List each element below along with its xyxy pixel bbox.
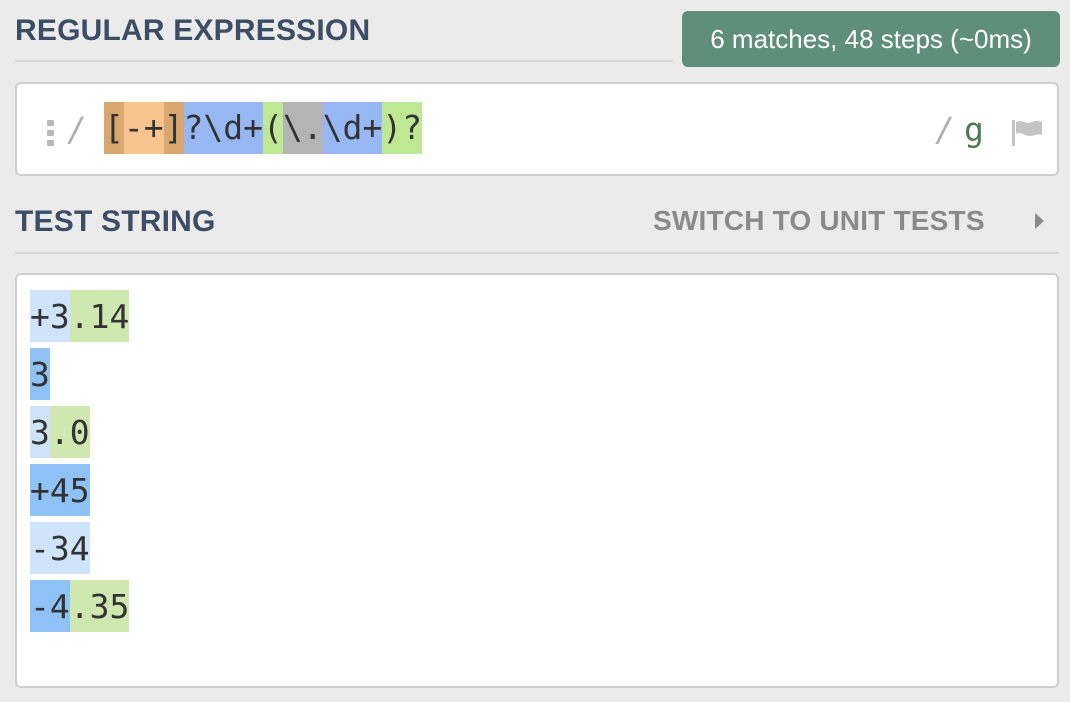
- regex-token-escape: \.: [282, 102, 323, 154]
- regex-token-set-bracket: ]: [163, 102, 184, 154]
- chevron-right-icon[interactable]: [1035, 213, 1044, 229]
- test-line: 3: [30, 348, 129, 400]
- match-highlight: 3: [30, 406, 50, 458]
- group-highlight: .35: [69, 580, 130, 632]
- test-line: 3.0: [30, 406, 129, 458]
- match-highlight: -34: [30, 522, 90, 574]
- match-highlight: +45: [30, 464, 90, 516]
- regex-delimiter-close: /: [935, 110, 955, 149]
- switch-to-unit-tests-link[interactable]: SWITCH TO UNIT TESTS: [653, 205, 985, 236]
- regex-flags[interactable]: g: [964, 110, 984, 149]
- match-highlight: +3: [30, 290, 70, 342]
- regex-section-title: REGULAR EXPRESSION: [15, 14, 371, 47]
- regex-delimiter-open: /: [67, 110, 87, 149]
- match-highlight: -4: [30, 580, 70, 632]
- regex-input[interactable]: / [-+]?\d+(\.\d+)? / g: [15, 82, 1059, 176]
- regex-title-divider: [15, 60, 673, 62]
- match-info-badge: 6 matches, 48 steps (~0ms): [682, 11, 1060, 67]
- test-line: +3.14: [30, 290, 130, 342]
- regex-token-set-inner: -+: [123, 102, 164, 154]
- group-highlight: .14: [69, 290, 130, 342]
- regex-token-group: )?: [382, 102, 422, 154]
- test-line: -4.35: [30, 580, 130, 632]
- test-line: -34: [30, 522, 129, 574]
- test-section-title: TEST STRING: [15, 205, 216, 238]
- regex-token-group: (: [262, 102, 283, 154]
- test-title-divider: [15, 252, 1059, 254]
- regex-token-set-bracket: [: [104, 102, 124, 154]
- group-highlight: .0: [49, 406, 90, 458]
- regex-token-quant: \d+: [322, 102, 383, 154]
- test-line: +45: [30, 464, 129, 516]
- regex-pattern[interactable]: [-+]?\d+(\.\d+)?: [104, 102, 422, 154]
- match-highlight: 3: [30, 348, 50, 400]
- flag-icon[interactable]: [1010, 120, 1044, 146]
- drag-handle-icon[interactable]: [47, 120, 55, 146]
- regex-token-quant: ?\d+: [183, 102, 263, 154]
